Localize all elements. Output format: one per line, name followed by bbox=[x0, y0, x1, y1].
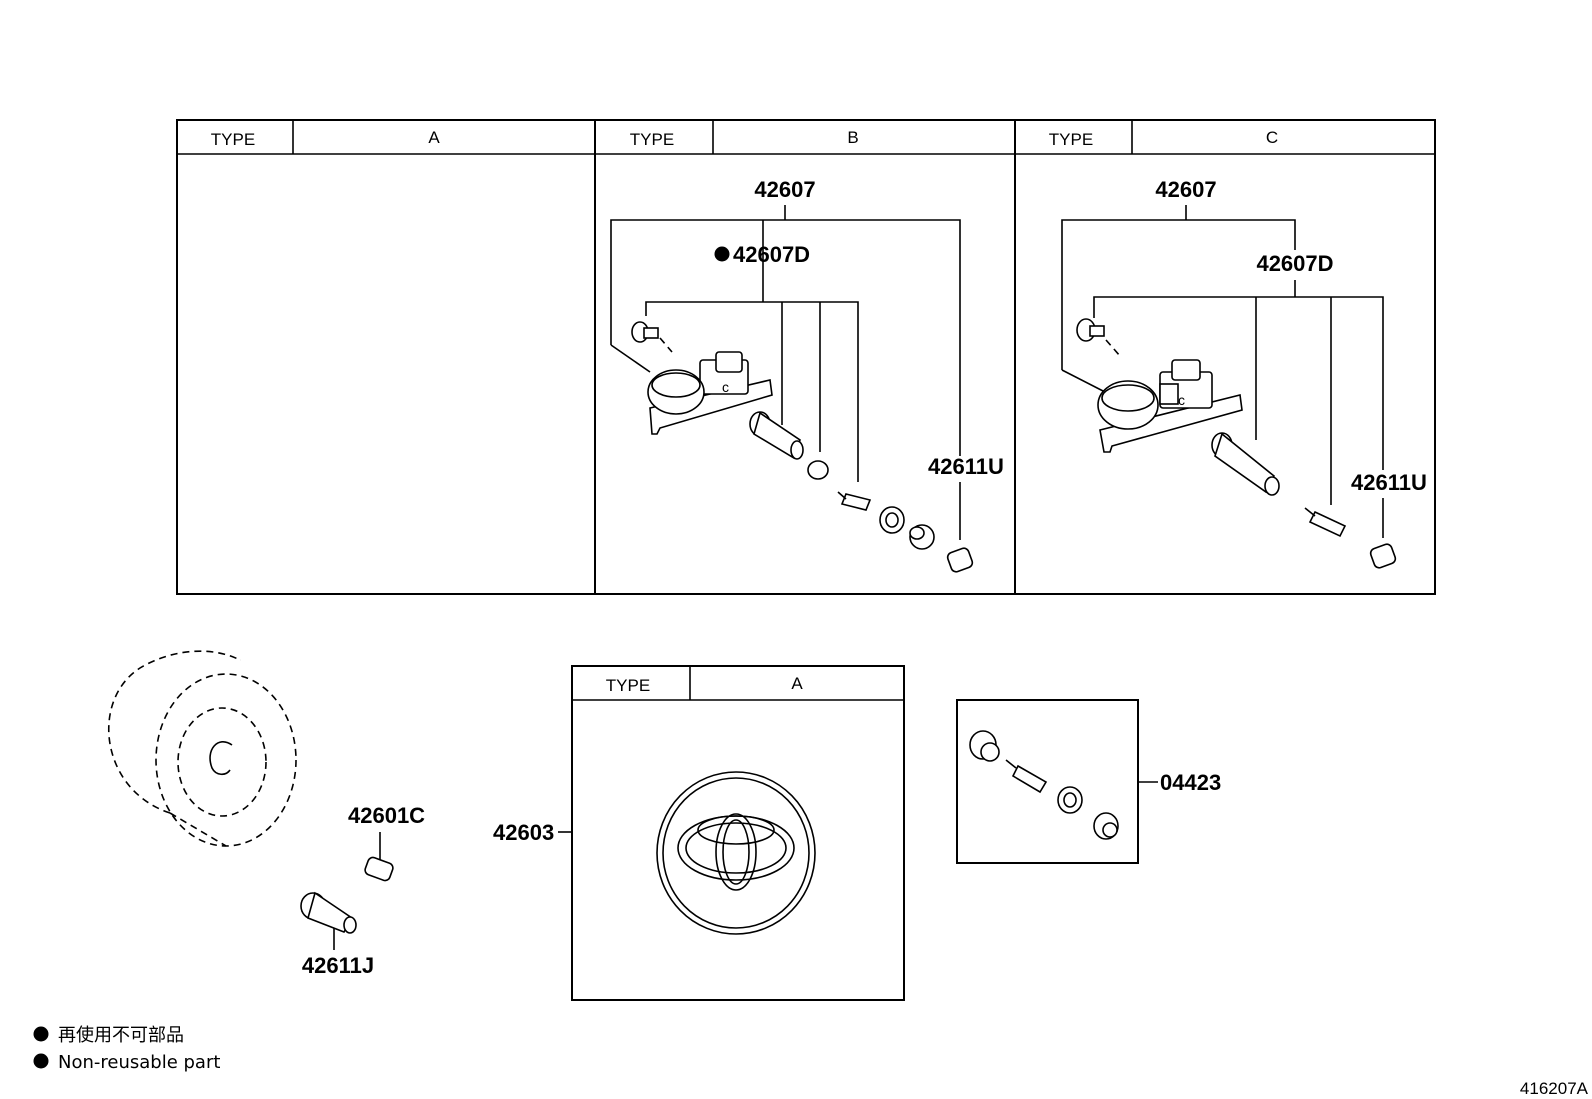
valve-stem-icon bbox=[749, 411, 804, 460]
panel-b-tpms-assembly: 42607 42607D 42611U c bbox=[610, 177, 1004, 573]
sensor-mark: c bbox=[722, 379, 729, 395]
diagram-code: 416207A bbox=[1520, 1079, 1589, 1098]
tpms-sensor-icon: c bbox=[647, 351, 773, 435]
center-cap-type-label: TYPE bbox=[606, 676, 650, 695]
valve-core-icon-c bbox=[1304, 507, 1347, 538]
legend-bullet-icon bbox=[33, 1053, 49, 1069]
valve-cap-42601c: 42601C bbox=[348, 803, 425, 882]
valve-core-icon bbox=[837, 491, 872, 511]
kit-grommet-icon bbox=[969, 730, 1000, 762]
tpms-sensor-icon-c: c bbox=[1097, 359, 1243, 453]
kit-valve-core-icon bbox=[1005, 759, 1048, 794]
legend-bullet-icon bbox=[33, 1026, 49, 1042]
valve-stem-icon-c bbox=[1211, 432, 1280, 496]
part-number-42611u-b: 42611U bbox=[928, 454, 1004, 479]
type-a-header-value: A bbox=[428, 128, 440, 147]
kit-washer-icon bbox=[1057, 786, 1083, 814]
kit-nut-icon bbox=[1093, 812, 1119, 840]
grommet-icon bbox=[909, 524, 935, 550]
top-type-table: TYPE A TYPE B TYPE C bbox=[176, 119, 1436, 595]
legend-japanese: 再使用不可部品 bbox=[58, 1025, 184, 1046]
valve-kit-box: 04423 bbox=[956, 699, 1221, 864]
type-c-header-value: C bbox=[1266, 128, 1278, 147]
non-reusable-mark-icon bbox=[714, 246, 730, 262]
part-number-04423: 04423 bbox=[1160, 770, 1221, 795]
part-number-42607d-c: 42607D bbox=[1256, 251, 1333, 276]
valve-42611j: 42611J bbox=[300, 891, 374, 978]
sensor-screw-icon-c bbox=[1076, 318, 1121, 357]
center-cap-table: TYPE A 42603 bbox=[493, 665, 905, 1001]
type-b-header-value: B bbox=[847, 128, 858, 147]
type-a-header-label: TYPE bbox=[211, 130, 255, 149]
part-number-42601c: 42601C bbox=[348, 803, 425, 828]
panel-c-tpms-assembly: 42607 42607D 42611U c bbox=[1061, 177, 1427, 569]
wheel-icon bbox=[108, 650, 297, 847]
part-number-42607-b: 42607 bbox=[754, 177, 815, 202]
valve-cap-icon-c bbox=[1369, 543, 1397, 569]
part-number-42611j: 42611J bbox=[302, 953, 374, 978]
valve-cap-icon bbox=[946, 547, 974, 573]
type-b-header-label: TYPE bbox=[630, 130, 674, 149]
legend: 再使用不可部品 Non-reusable part bbox=[33, 1025, 220, 1073]
part-number-42603: 42603 bbox=[493, 820, 554, 845]
center-cap-type-value: A bbox=[791, 674, 803, 693]
washer-icon bbox=[879, 506, 905, 534]
type-c-header-label: TYPE bbox=[1049, 130, 1093, 149]
legend-english: Non-reusable part bbox=[58, 1052, 220, 1073]
part-number-42611u-c: 42611U bbox=[1351, 470, 1427, 495]
sensor-mark-c: c bbox=[1178, 392, 1185, 408]
sensor-screw-icon bbox=[631, 321, 673, 353]
toyota-emblem-icon bbox=[656, 771, 816, 935]
part-number-42607-c: 42607 bbox=[1155, 177, 1216, 202]
part-number-42607d-b: 42607D bbox=[733, 242, 810, 267]
nut-icon bbox=[807, 460, 829, 480]
